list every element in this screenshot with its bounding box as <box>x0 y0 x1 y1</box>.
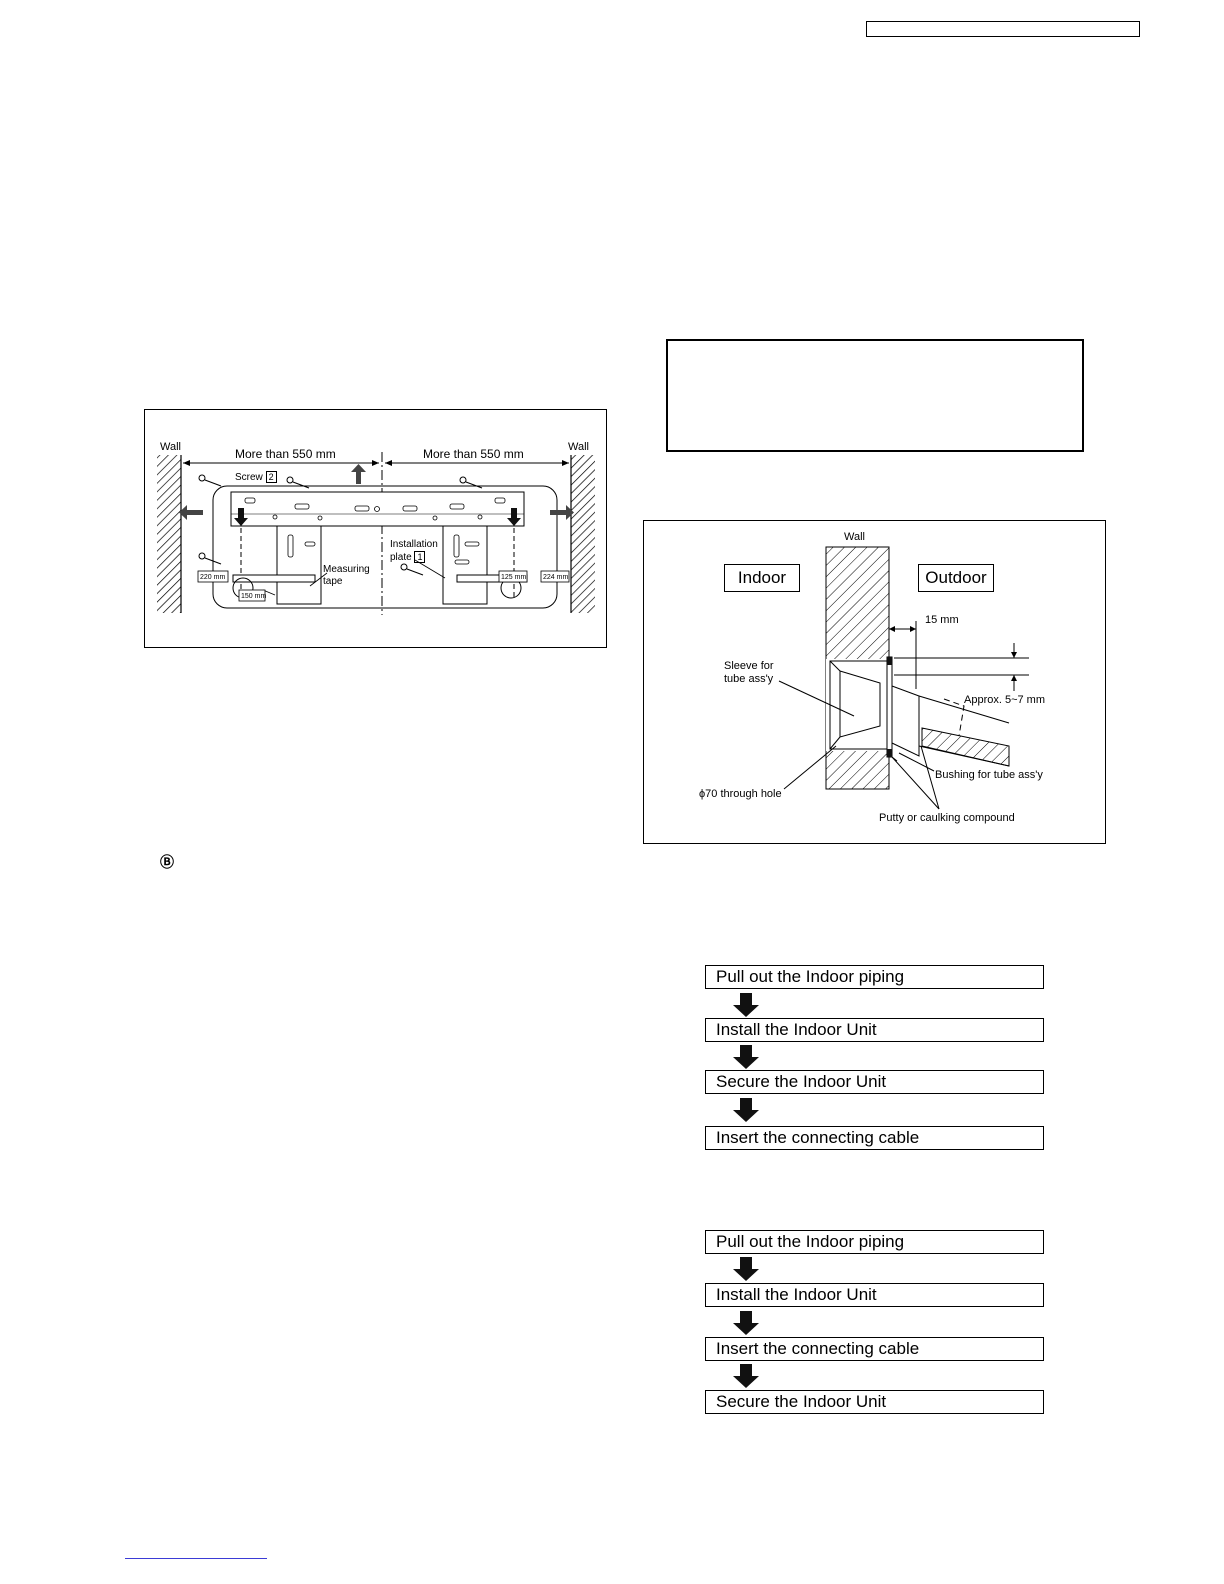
measuring-tape-label-line2: tape <box>323 576 343 587</box>
dimension-right-label: More than 550 mm <box>423 447 524 461</box>
notice-box <box>666 339 1084 452</box>
flow1-step-1: Pull out the Indoor piping <box>705 965 1044 989</box>
installation-plate-number: 1 <box>414 551 426 563</box>
through-hole-label: ϕ70 through hole <box>699 788 782 800</box>
tag-220mm: 220 mm <box>200 574 226 581</box>
flow1-arrow-down-icon <box>733 993 759 1017</box>
flow2-arrow-down-icon <box>733 1364 759 1388</box>
outdoor-label: Outdoor <box>918 564 994 592</box>
screw-number: 2 <box>265 471 277 483</box>
flow1-step-3: Secure the Indoor Unit <box>705 1070 1044 1094</box>
putty-label: Putty or caulking compound <box>879 812 1015 824</box>
measuring-tape-label-line1: Measuring <box>323 564 370 575</box>
indoor-label: Indoor <box>724 564 800 592</box>
screw-label-text: Screw <box>235 472 263 483</box>
flow2-arrow-down-icon <box>733 1257 759 1281</box>
flow1-arrow-down-icon <box>733 1045 759 1069</box>
flow2-step-3: Insert the connecting cable <box>705 1337 1044 1361</box>
sleeve-label-line2: tube ass'y <box>724 673 774 685</box>
dimension-left-label: More than 550 mm <box>235 447 336 461</box>
dimension-15mm-label: 15 mm <box>925 614 959 626</box>
right-wall <box>571 455 595 613</box>
tag-125mm: 125 mm <box>501 574 527 581</box>
wall-left-label: Wall <box>160 441 181 453</box>
tag-224mm: 224 mm <box>543 574 569 581</box>
marker-b: Ⓑ <box>160 854 174 870</box>
installation-plate-label-line1: Installation <box>390 539 438 550</box>
tag-150mm: 150 mm <box>241 593 267 600</box>
installation-plate-drawing <box>157 452 595 615</box>
installation-plate-label-line2: plate 1 <box>390 551 426 564</box>
screw-label: Screw 2 <box>235 471 277 484</box>
approx-label: Approx. 5~7 mm <box>964 694 1046 706</box>
flow1-arrow-down-icon <box>733 1098 759 1122</box>
header-box <box>866 21 1140 37</box>
wall-sleeve-drawing <box>778 546 1029 810</box>
bushing-label: Bushing for tube ass'y <box>935 769 1043 781</box>
wall-sleeve-figure: Wall Indoor Outdoor 15 mm Sleeve for tub… <box>643 520 1106 844</box>
footer-link[interactable] <box>125 1558 267 1559</box>
flow2-step-4: Secure the Indoor Unit <box>705 1390 1044 1414</box>
sleeve-label-line1: Sleeve for <box>724 660 774 672</box>
flow2-step-1: Pull out the Indoor piping <box>705 1230 1044 1254</box>
installation-plate-figure: Wall Wall More than 550 mm More than 550… <box>144 409 607 648</box>
installation-plate-text: plate <box>390 552 412 563</box>
flow2-arrow-down-icon <box>733 1311 759 1335</box>
flow1-step-2: Install the Indoor Unit <box>705 1018 1044 1042</box>
wall-right-label: Wall <box>568 441 589 453</box>
flow1-step-4: Insert the connecting cable <box>705 1126 1044 1150</box>
wall-label: Wall <box>844 531 865 543</box>
left-wall <box>157 455 181 613</box>
flow2-step-2: Install the Indoor Unit <box>705 1283 1044 1307</box>
